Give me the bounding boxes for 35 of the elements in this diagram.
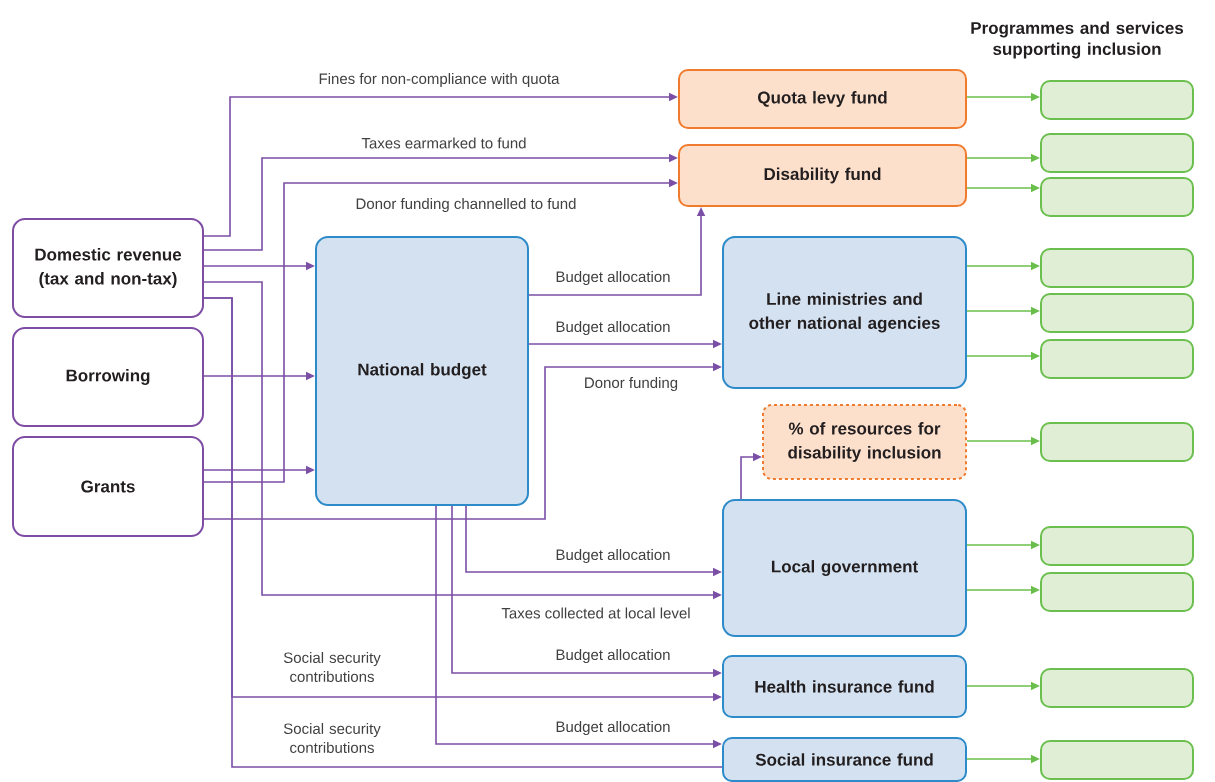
process-box: Health insurance fund xyxy=(722,655,967,718)
programme-box xyxy=(1040,248,1194,288)
fund-box: Disability fund xyxy=(678,144,967,207)
edge-label: Donor funding xyxy=(585,377,678,391)
programme-box xyxy=(1040,339,1194,379)
edge-label: Budget allocation xyxy=(556,549,670,563)
edge-label: Budget allocation xyxy=(556,321,670,335)
edge-label: Social security contributions xyxy=(283,652,381,682)
process-box: Social insurance fund xyxy=(722,737,967,782)
programme-box xyxy=(1040,293,1194,333)
column-heading: Programmes and services supporting inclusion xyxy=(971,21,1184,59)
edge-label: Donor funding channelled to fund xyxy=(356,198,576,212)
programme-box xyxy=(1040,80,1194,120)
process-box: National budget xyxy=(315,236,529,506)
programme-box xyxy=(1040,668,1194,708)
programme-box xyxy=(1040,526,1194,566)
process-box: Local government xyxy=(722,499,967,637)
edge-label: Social security contributions xyxy=(283,723,381,753)
programme-box xyxy=(1040,572,1194,612)
programme-box xyxy=(1040,177,1194,217)
edge-label: Budget allocation xyxy=(556,271,670,285)
fund-box: Quota levy fund xyxy=(678,69,967,129)
edge-label: Budget allocation xyxy=(556,721,670,735)
edge-label: Taxes collected at local level xyxy=(501,607,690,619)
edge-label: Fines for non-compliance with quota xyxy=(319,73,560,87)
process-box: Line ministries and other national agencies xyxy=(722,236,967,389)
source-box: Domestic revenue (tax and non-tax) xyxy=(12,218,204,318)
programme-box xyxy=(1040,740,1194,780)
edge-label: Budget allocation xyxy=(556,649,670,663)
source-box: Borrowing xyxy=(12,327,204,427)
edge-label: Taxes earmarked to fund xyxy=(361,137,526,149)
source-box: Grants xyxy=(12,436,204,537)
fund-box: % of resources for disability inclusion xyxy=(762,404,967,480)
programme-box xyxy=(1040,133,1194,173)
programme-box xyxy=(1040,422,1194,462)
